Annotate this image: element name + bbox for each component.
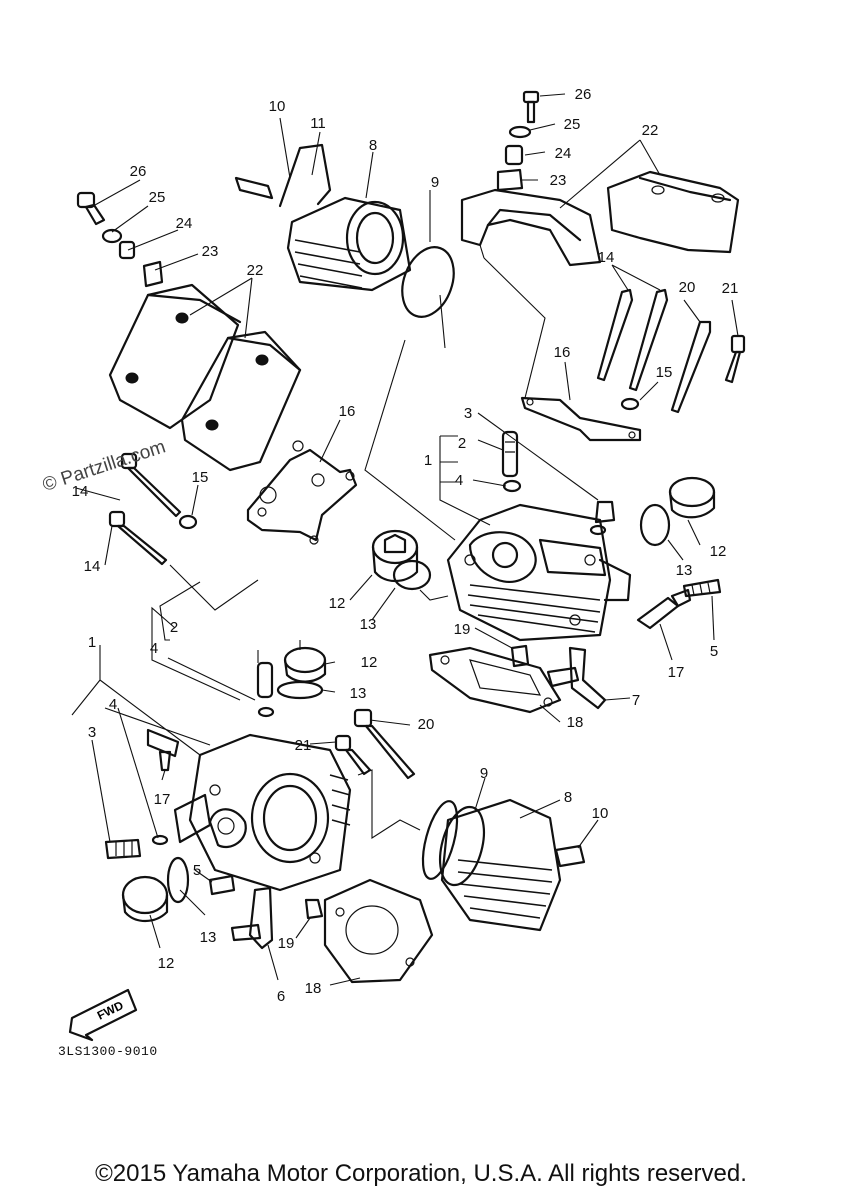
callout-4: 4	[150, 640, 158, 657]
callout-18: 18	[567, 714, 584, 731]
callout-16: 16	[339, 403, 356, 420]
callout-4: 4	[109, 696, 117, 713]
callout-18: 18	[305, 980, 322, 997]
callout-17: 17	[668, 664, 685, 681]
rear-oil-pipe	[546, 646, 607, 710]
callout-13: 13	[360, 616, 377, 633]
callout-10: 10	[269, 98, 286, 115]
front-cylinder-bolt	[554, 844, 586, 868]
callout-24: 24	[176, 215, 193, 232]
front-cover-hardware	[76, 191, 164, 288]
callout-7: 7	[632, 692, 640, 709]
callout-16: 16	[554, 344, 571, 361]
front-cylinder	[421, 798, 562, 932]
callout-20: 20	[679, 279, 696, 296]
callout-25: 25	[149, 189, 166, 206]
rear-cylinder	[286, 196, 412, 292]
rear-cap-left	[371, 529, 432, 591]
rear-cap-right	[639, 476, 716, 547]
callout-3: 3	[464, 405, 472, 422]
callout-15: 15	[656, 364, 673, 381]
callout-24: 24	[555, 145, 572, 162]
rear-head-bolts	[596, 288, 746, 414]
front-stud	[208, 874, 236, 896]
callout-19: 19	[454, 621, 471, 638]
callout-25: 25	[564, 116, 581, 133]
callout-17: 17	[154, 791, 171, 808]
callout-12: 12	[329, 595, 346, 612]
rear-cylinder-bolt-guide	[234, 143, 332, 208]
callout-14: 14	[84, 558, 101, 575]
callout-10: 10	[592, 805, 609, 822]
front-oil-pipe	[230, 886, 274, 950]
callout-26: 26	[130, 163, 147, 180]
front-plug-19	[304, 898, 324, 920]
rear-rocker-plate	[520, 396, 642, 442]
callout-13: 13	[200, 929, 217, 946]
front-valve-set	[104, 661, 275, 860]
callout-15: 15	[192, 469, 209, 486]
callout-13: 13	[676, 562, 693, 579]
front-cap-top	[276, 646, 327, 700]
callout-23: 23	[550, 172, 567, 189]
front-cap-bottom	[121, 856, 190, 923]
rear-cylinder-head	[446, 503, 632, 642]
copyright-notice: ©2015 Yamaha Motor Corporation, U.S.A. A…	[95, 1160, 747, 1187]
callout-8: 8	[369, 137, 377, 154]
callout-numbers: 26 25 24 23 22 10 11 8 9 26 25 24 23 22 …	[72, 86, 739, 1005]
callout-22: 22	[642, 122, 659, 139]
front-spark-plug	[146, 728, 180, 772]
front-cylinder-head	[173, 733, 352, 892]
callout-5: 5	[710, 643, 718, 660]
rear-cover-hardware	[496, 90, 540, 192]
front-rocker-bracket	[246, 440, 358, 545]
front-valve-cover	[108, 283, 302, 472]
callout-3: 3	[88, 724, 96, 741]
rear-valve-cover	[460, 170, 740, 267]
callout-21: 21	[295, 737, 312, 754]
callout-2: 2	[170, 619, 178, 636]
callout-1: 1	[88, 634, 96, 651]
fwd-direction-arrow: FWD	[68, 988, 138, 1042]
rear-plug-19	[510, 644, 530, 668]
callout-12: 12	[158, 955, 175, 972]
callout-26: 26	[575, 86, 592, 103]
callout-12: 12	[710, 543, 727, 560]
callout-1: 1	[424, 452, 432, 469]
callout-12: 12	[361, 654, 378, 671]
front-cover-bolts	[108, 452, 198, 566]
rear-spark-plug	[636, 588, 692, 630]
rear-cylinder-oring	[401, 246, 455, 318]
callout-5: 5	[193, 862, 201, 879]
callout-22: 22	[247, 262, 264, 279]
callout-19: 19	[278, 935, 295, 952]
callout-9: 9	[480, 765, 488, 782]
callout-14: 14	[72, 483, 89, 500]
callout-14: 14	[598, 249, 615, 266]
callout-2: 2	[458, 435, 466, 452]
callout-4: 4	[455, 472, 463, 489]
callout-21: 21	[722, 280, 739, 297]
drawing-number: 3LS1300-9010	[58, 1044, 158, 1059]
callout-20: 20	[418, 716, 435, 733]
fwd-label: FWD	[95, 998, 126, 1023]
callout-6: 6	[277, 988, 285, 1005]
callout-9: 9	[431, 174, 439, 191]
rear-stud	[682, 578, 722, 598]
callout-8: 8	[564, 789, 572, 806]
front-head-bolts	[334, 708, 416, 780]
callout-13: 13	[350, 685, 367, 702]
rear-valve-set	[501, 430, 616, 536]
front-head-gasket	[323, 878, 434, 984]
rear-head-gasket	[428, 646, 562, 714]
callout-11: 11	[310, 115, 326, 132]
callout-23: 23	[202, 243, 219, 260]
leader-lines	[71, 93, 739, 986]
